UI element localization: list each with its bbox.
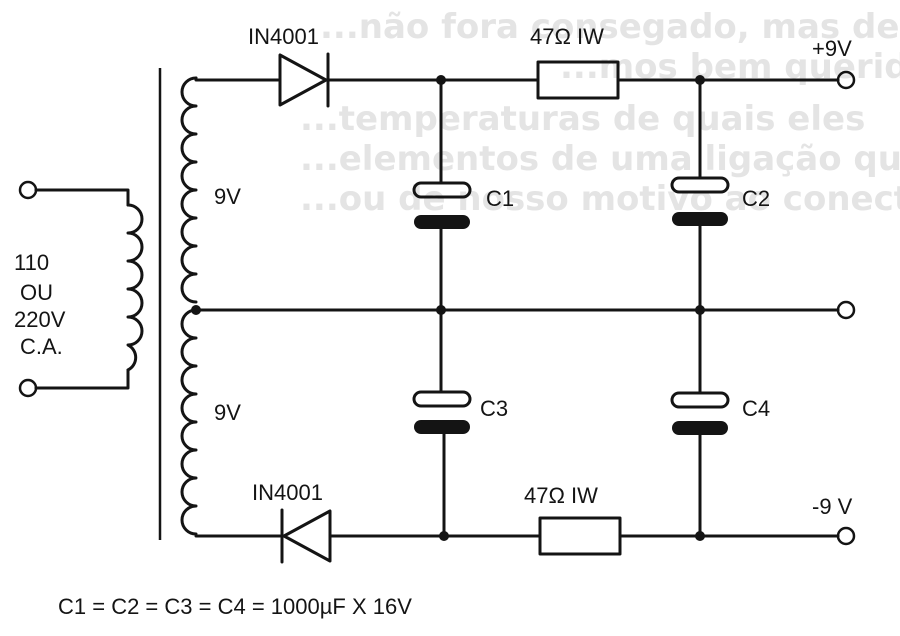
output-terminal-negative <box>836 526 856 546</box>
c1-plate-positive <box>412 181 472 199</box>
input-label-line2: OU <box>20 280 53 305</box>
c3-label: C3 <box>480 396 508 421</box>
input-terminal-top <box>18 180 38 200</box>
c1-label: C1 <box>486 186 514 211</box>
capacitor-spec-footnote: C1 = C2 = C3 = C4 = 1000µF X 16V <box>58 594 412 619</box>
c2-plate-positive <box>670 176 730 194</box>
bleed-through-text: ...não fora consegado, mas devemos lembr… <box>300 7 900 219</box>
bleed-line-3: ...temperaturas de quais eles <box>300 99 865 139</box>
output-terminal-ground <box>836 300 856 320</box>
diode-top-label: IN4001 <box>248 24 319 49</box>
c1-plate-negative <box>414 215 470 229</box>
diode-bottom-symbol <box>282 509 332 563</box>
ground-rail <box>194 300 856 320</box>
resistor-bottom <box>538 516 622 556</box>
output-positive-label: +9V <box>812 36 852 61</box>
input-label-line1: 110 <box>14 250 49 275</box>
capacitor-c2 <box>670 78 730 312</box>
primary-lead-bottom <box>34 368 130 390</box>
winding-top-label: 9V <box>214 184 241 209</box>
c4-label: C4 <box>742 396 770 421</box>
positive-rail <box>194 52 856 108</box>
diode-top-symbol <box>278 53 328 107</box>
secondary-winding <box>180 76 201 536</box>
bleed-line-5: ...ou de nosso motivo ao conectar <box>300 179 900 219</box>
c3-plate-positive <box>412 390 472 408</box>
primary-lead-top <box>34 188 130 207</box>
secondary-coil-lower <box>180 308 198 536</box>
c3-plate-negative <box>414 420 470 434</box>
capacitor-c1 <box>412 78 472 312</box>
c2-label: C2 <box>742 186 770 211</box>
input-terminal-bottom <box>18 378 38 398</box>
secondary-coil-upper <box>180 76 198 304</box>
c4-plate-negative <box>672 421 728 435</box>
resistor-top-label: 47Ω IW <box>530 24 604 49</box>
capacitor-c4 <box>670 308 730 538</box>
c2-plate-negative <box>672 212 728 226</box>
primary-coil <box>126 203 144 372</box>
c4-plate-positive <box>670 391 730 409</box>
output-negative-label: -9 V <box>812 494 853 519</box>
input-label-line3: 220V <box>14 307 66 332</box>
rail-top-wire-a <box>194 76 280 82</box>
resistor-bottom-label: 47Ω IW <box>524 483 598 508</box>
negative-rail <box>194 508 856 564</box>
winding-bottom-label: 9V <box>214 400 241 425</box>
output-terminal-positive <box>836 70 856 90</box>
bleed-line-1: ...não fora consegado, mas devemos lembr… <box>320 7 900 47</box>
primary-winding <box>18 180 144 398</box>
diode-bottom-label: IN4001 <box>252 480 323 505</box>
input-label-line4: C.A. <box>20 334 63 359</box>
bleed-line-4: ...elementos de uma ligação que <box>300 139 900 179</box>
capacitor-c3 <box>412 308 472 538</box>
